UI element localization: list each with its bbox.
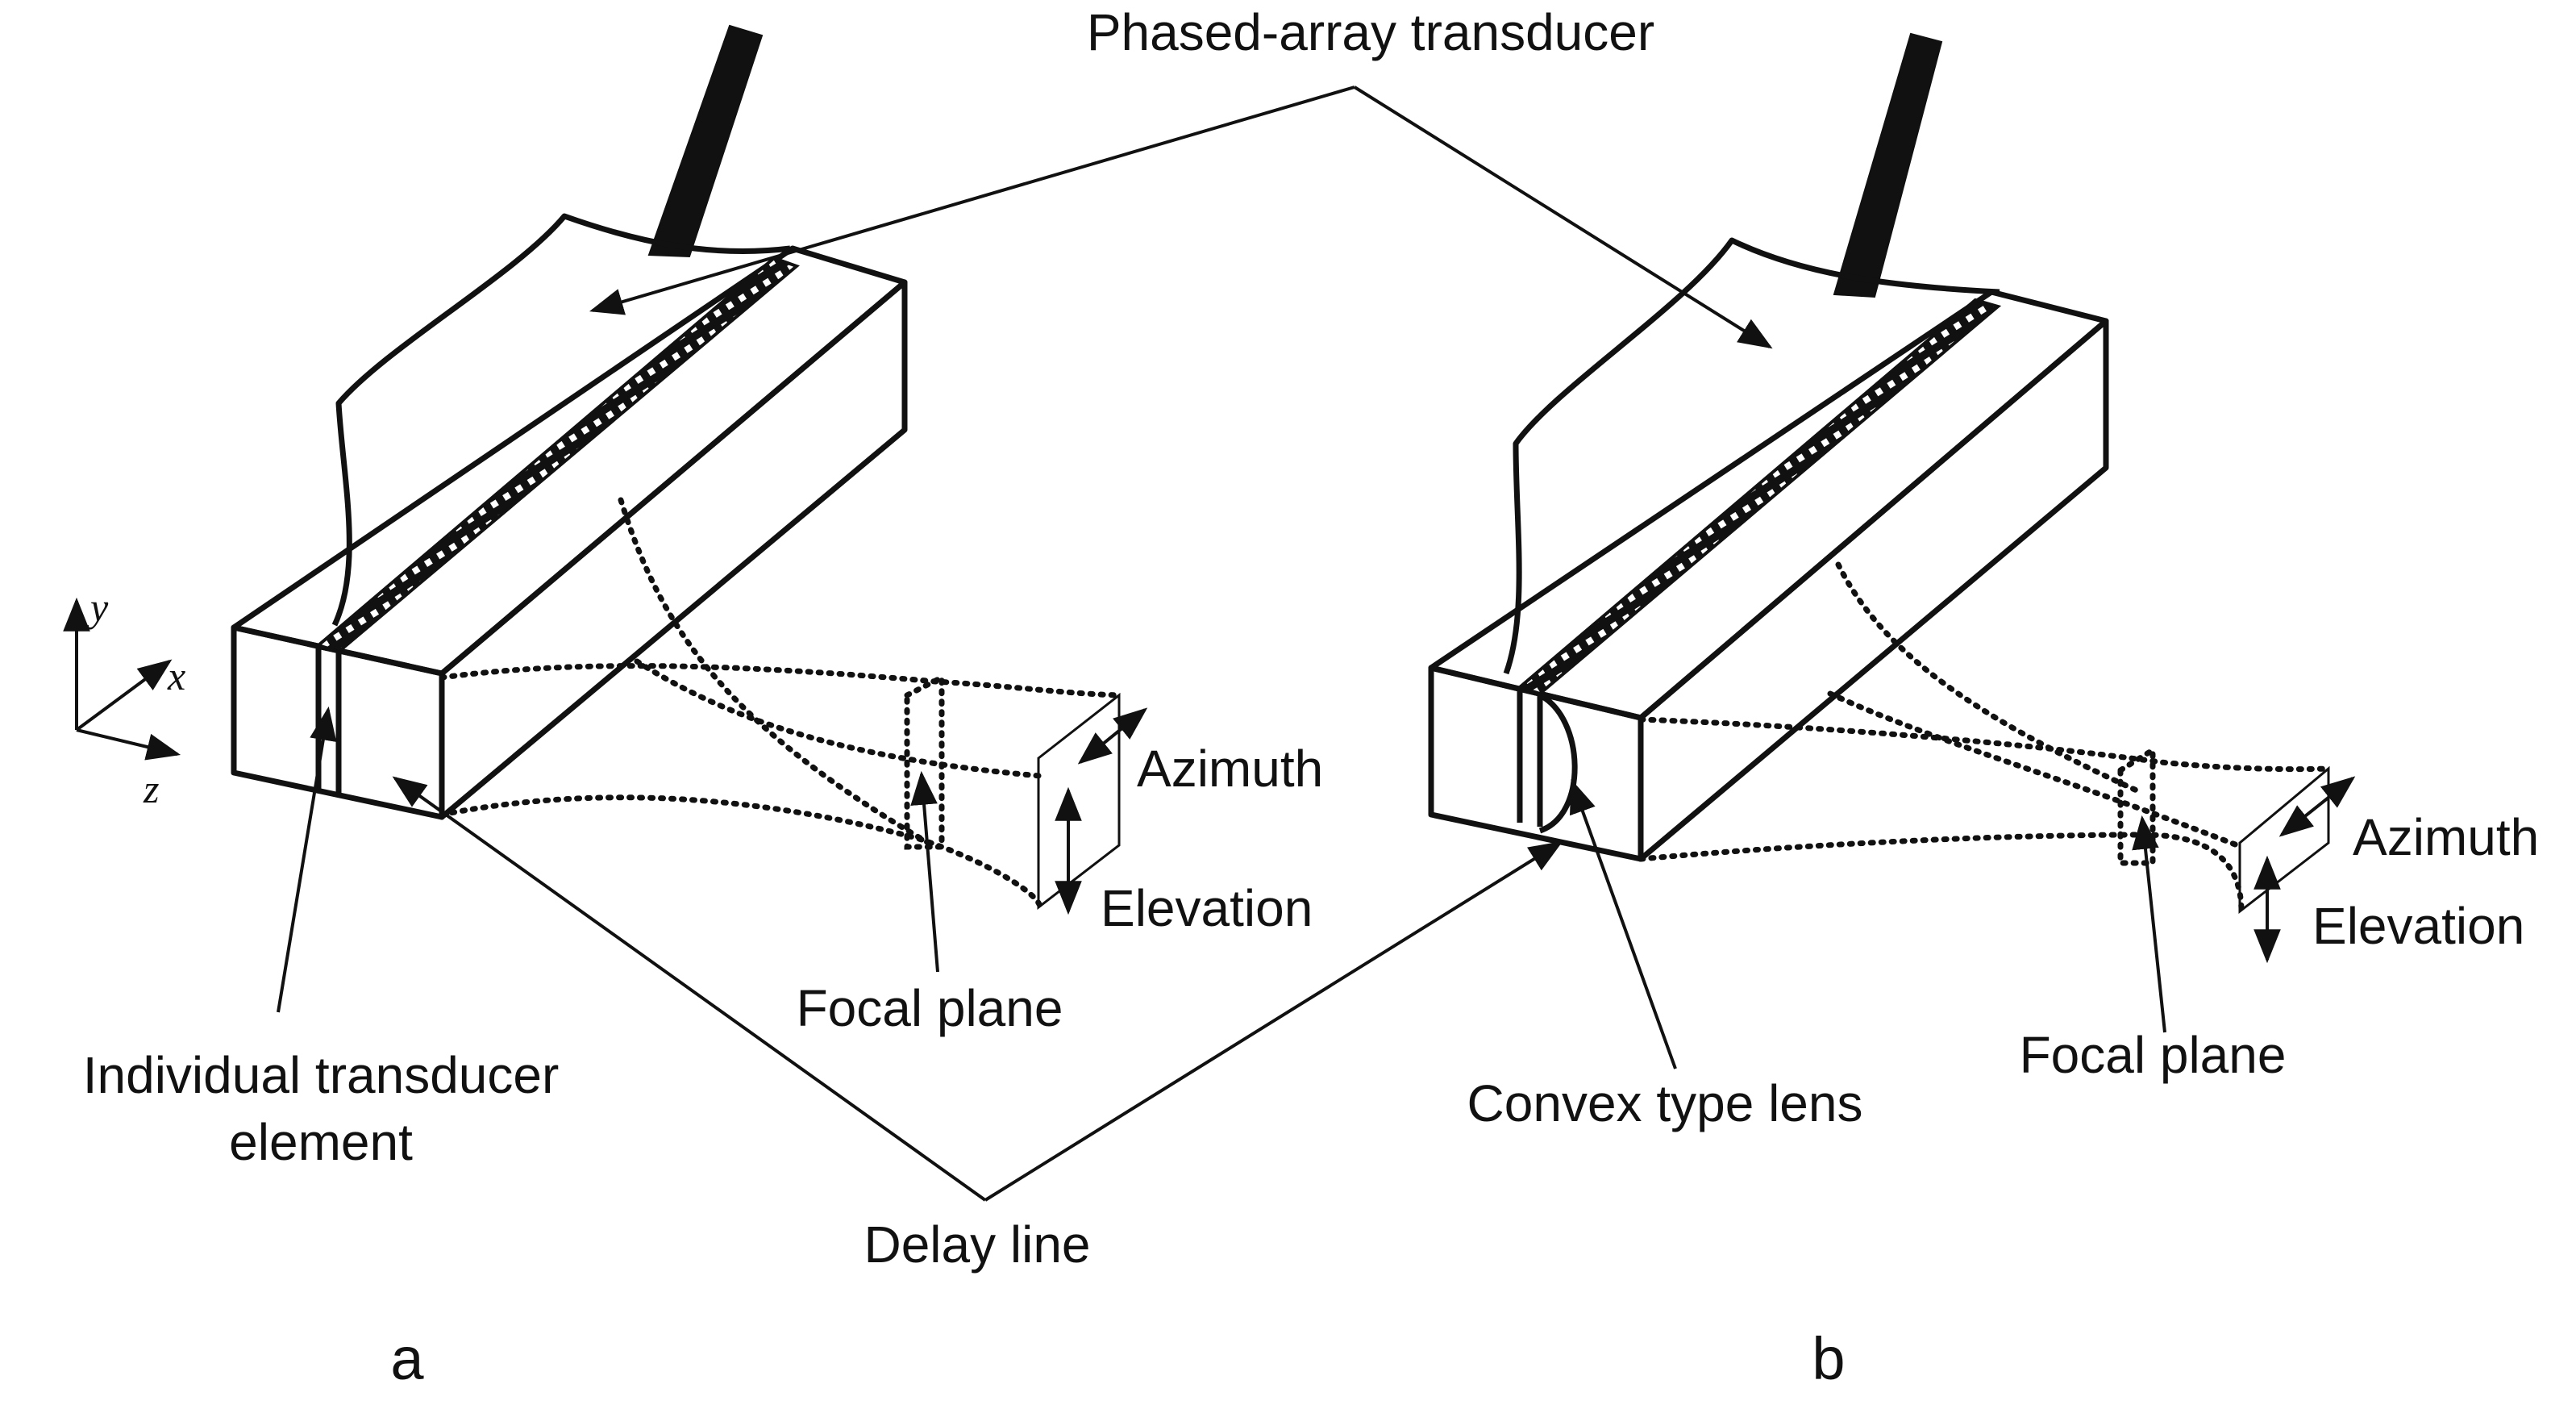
cable-a	[647, 24, 764, 258]
leader-focal-plane-a	[910, 770, 939, 973]
x-axis-arrow	[75, 659, 173, 732]
element-strip-a	[314, 256, 800, 654]
label-convex-lens: Convex type lens	[1467, 1074, 1863, 1132]
plane-a-rect	[1037, 692, 1121, 911]
beam-b	[1638, 561, 2356, 964]
block-b-top	[1428, 289, 2109, 721]
label-focal-plane-b: Focal plane	[2020, 1026, 2287, 1084]
handle-a	[331, 213, 791, 627]
label-phased-array-transducer: Phased-array transducer	[1087, 3, 1654, 61]
leader-lines	[277, 85, 2166, 1202]
focal-plane-a-box	[904, 673, 945, 850]
coordinate-axes: y x z	[63, 585, 185, 811]
leader-delay-line-b	[984, 840, 1563, 1202]
azimuth-arrow-a	[1077, 707, 1148, 765]
azimuth-arrow-b	[2278, 776, 2356, 837]
block-a-side	[439, 279, 908, 820]
label-azimuth-a: Azimuth	[1137, 740, 1323, 798]
leader-convex-lens	[1570, 779, 1677, 1069]
beam-a	[439, 497, 1148, 915]
x-axis-label: x	[167, 653, 185, 698]
z-axis-arrow	[76, 728, 181, 761]
label-individual-element-line2: element	[229, 1113, 413, 1171]
leader-delay-line-a	[392, 776, 987, 1202]
panel-label-a: a	[390, 1325, 424, 1392]
label-delay-line: Delay line	[864, 1215, 1090, 1274]
block-b-side	[1638, 318, 2109, 862]
z-axis-label: z	[143, 766, 159, 811]
focal-plane-b-box	[2117, 744, 2156, 866]
label-elevation-b: Elevation	[2312, 897, 2524, 955]
leader-phased-array-b	[1353, 85, 1773, 349]
leader-individual-element	[277, 706, 337, 1013]
leader-phased-array-a	[589, 85, 1355, 315]
label-focal-plane-a: Focal plane	[797, 979, 1063, 1037]
handle-b	[1503, 237, 2000, 675]
convex-lens	[1538, 692, 1578, 834]
label-azimuth-b: Azimuth	[2353, 808, 2539, 866]
y-axis-label: y	[86, 585, 109, 630]
block-a-top	[231, 245, 908, 677]
cable-b	[1833, 32, 1943, 298]
plane-b-rect	[2238, 765, 2330, 915]
leader-focal-plane-b	[2132, 815, 2166, 1033]
panel-label-b: b	[1812, 1325, 1845, 1392]
label-elevation-a: Elevation	[1101, 879, 1313, 937]
panel-b-transducer	[1428, 32, 2109, 862]
block-b-front	[1428, 665, 1644, 862]
element-strip-b	[1516, 298, 2002, 696]
label-individual-element-line1: Individual transducer	[83, 1046, 560, 1104]
panel-a-transducer	[231, 24, 908, 820]
